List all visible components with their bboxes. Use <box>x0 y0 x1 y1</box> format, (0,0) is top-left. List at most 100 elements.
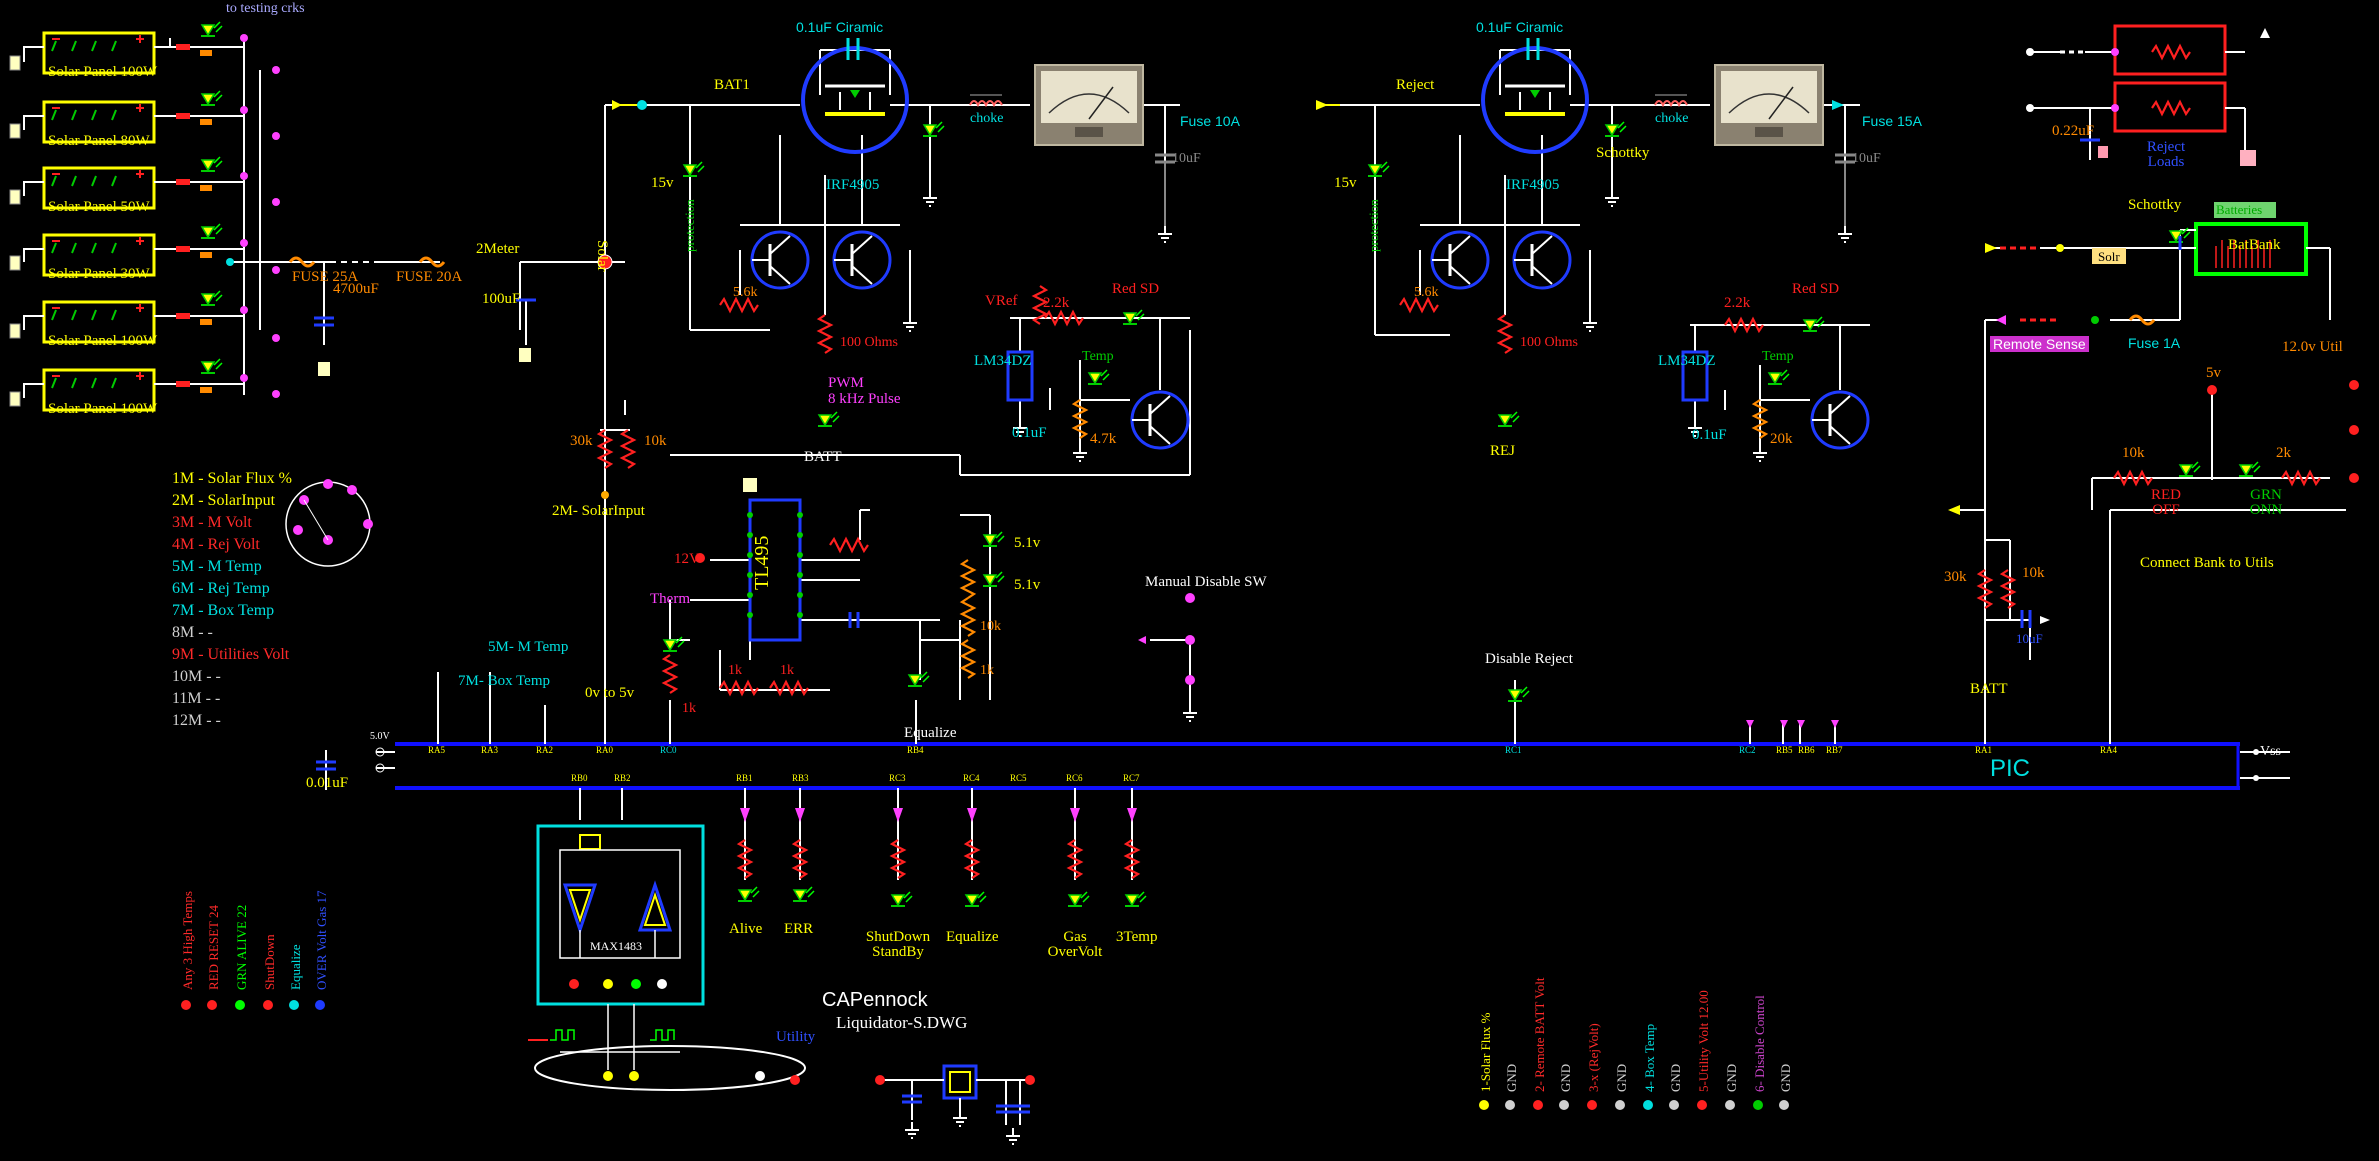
r100-1-label: 100 Ohms <box>840 335 898 350</box>
pwm-label: PWM <box>828 375 864 391</box>
reject-loads-label: Reject Loads <box>2146 139 2186 170</box>
zener-15-2-label: 15v <box>1334 175 1357 191</box>
pin-ra2: RA2 <box>536 745 554 755</box>
led-gas-label: Gas OverVolt <box>1047 929 1103 960</box>
meter-legend-item: 11M - - <box>172 690 221 707</box>
r2k-util-label: 2k <box>2276 445 2291 461</box>
connector-legend-item: 3-x (RejVolt) <box>1586 1023 1601 1092</box>
fuse-line <box>288 256 605 376</box>
pulse-label: 8 kHz Pulse <box>828 391 901 407</box>
led-err-label: ERR <box>784 921 814 937</box>
boxtemp-label: 7M- Box Temp <box>458 673 551 689</box>
manual-disable-label: Manual Disable SW <box>1145 574 1267 590</box>
fuse-20a-label: FUSE 20A <box>396 269 463 285</box>
meter-legend-item: 2M - SolarInput <box>172 492 276 509</box>
protection-1-label: protection <box>682 199 697 252</box>
pin-rc4: RC4 <box>963 773 980 783</box>
pin-rb7: RB7 <box>1826 745 1843 755</box>
solar-label: Solar <box>594 240 610 272</box>
cap-022-label: 0.22uF <box>2052 123 2095 139</box>
regulator <box>875 1064 1035 1145</box>
pin-ra1: RA1 <box>1975 745 1993 755</box>
r1k-a-label: 1k <box>682 701 696 716</box>
ceramic-cap-1-label: 0.1uF Ciramic <box>796 19 884 35</box>
led-legend-item: Any 3 High Temps <box>180 891 195 990</box>
schottky-1-label: Schottky <box>1596 145 1650 161</box>
ceramic-cap-1 <box>846 38 860 60</box>
led-equalize-label: Equalize <box>946 929 999 945</box>
connector-legend-item: 5-Utility Volt 12.00 <box>1696 990 1711 1092</box>
pin-rc6: RC6 <box>1066 773 1083 783</box>
schottky-2-label: Schottky <box>2128 197 2182 213</box>
pin-rc7: RC7 <box>1123 773 1140 783</box>
choke-1-label: choke <box>970 111 1004 126</box>
solar-panel-2-label: Solar Panel 80W <box>48 133 150 149</box>
vss-label: Vss <box>2260 744 2282 759</box>
connect-bank-label: Connect Bank to Utils <box>2140 555 2274 571</box>
temp-2-label: Temp <box>1762 349 1794 364</box>
fuse-15a-label: Fuse 15A <box>1862 113 1922 129</box>
meter-legend-item: 8M - - <box>172 624 213 641</box>
pin-rc1: RC1 <box>1505 745 1522 755</box>
tl495-label: TL495 <box>751 535 773 590</box>
pin-rb2: RB2 <box>614 773 631 783</box>
max1483-block <box>536 824 705 1006</box>
v12-label: 12V <box>674 551 700 567</box>
zener-51b-label: 5.1v <box>1014 577 1041 593</box>
cap-10-1-label: 10uF <box>1172 151 1201 166</box>
meter-connector <box>285 479 373 567</box>
v50-label: 5.0V <box>370 731 390 742</box>
utility-label: Utility <box>776 1029 816 1045</box>
protection-2-label: protection <box>1366 199 1381 252</box>
reject-label: Reject <box>1396 77 1435 93</box>
vref-label: VRef <box>985 293 1018 309</box>
author-title: CAPennock <box>822 989 928 1011</box>
r22-1-label: 2.2k <box>1043 295 1070 311</box>
led-legend-item: RED RESET 24 <box>206 905 221 990</box>
connector-legend-dots <box>1479 1100 1789 1110</box>
pin-ra4: RA4 <box>2100 745 2118 755</box>
equalize-label: Equalize <box>904 725 957 741</box>
meter-legend-item: 5M - M Temp <box>172 558 262 575</box>
solar-panel-6-label: Solar Panel 100W <box>48 401 158 417</box>
r100-2-label: 100 Ohms <box>1520 335 1578 350</box>
solar-array <box>9 21 521 412</box>
drawing-title: Liquidator-S.DWG <box>836 1013 968 1032</box>
r10k-c-label: 10k <box>980 619 1001 634</box>
led-legend-item: Equalize <box>288 944 303 990</box>
batt-tl-label: BATT <box>804 449 842 465</box>
led-alive-label: Alive <box>729 921 763 937</box>
pin-rb6: RB6 <box>1798 745 1815 755</box>
tl495-region <box>669 500 991 700</box>
max1483-label: MAX1483 <box>590 939 643 953</box>
cap-4700-label: 4700uF <box>333 281 379 297</box>
red-sd-2-label: Red SD <box>1792 281 1840 297</box>
cap-01-1-label: 0.1uF <box>1012 425 1047 441</box>
solr-label: Solr <box>2098 249 2120 264</box>
utility-connector <box>528 1004 806 1091</box>
v5-label: 5v <box>2206 365 2221 381</box>
r10k-util-label: 10k <box>2122 445 2145 461</box>
meter-legend-item: 9M - Utilities Volt <box>172 646 290 663</box>
meter-legend-item: 3M - M Volt <box>172 514 252 531</box>
cap-100-label: 100uF <box>482 291 521 307</box>
led-legend-dots <box>181 1000 325 1010</box>
r56-2-label: 5.6k <box>1414 285 1439 300</box>
pic-bus <box>316 742 2290 790</box>
led-shutdown-label: ShutDown StandBy <box>865 929 931 960</box>
connector-legend-item: GND <box>1668 1063 1683 1092</box>
meter-legend-item: 7M - Box Temp <box>172 602 275 619</box>
led-legend-item: OVER Volt Gas 17 <box>314 890 329 990</box>
pin-rb1: RB1 <box>736 773 753 783</box>
solar-panel-4-label: Solar Panel 30W <box>48 266 150 282</box>
red-sd-1-label: Red SD <box>1112 281 1160 297</box>
meter-legend-item: 4M - Rej Volt <box>172 536 260 553</box>
pin-ra0: RA0 <box>596 745 614 755</box>
r1k-d-label: 1k <box>980 663 994 678</box>
rej-label: REJ <box>1490 443 1516 459</box>
output-cap-1 <box>1155 153 1175 226</box>
pin-ra3: RA3 <box>481 745 499 755</box>
pin-rb0: RB0 <box>571 773 588 783</box>
r22-2-label: 2.2k <box>1724 295 1751 311</box>
connector-legend-item: 1-Solar Flux % <box>1478 1012 1493 1092</box>
